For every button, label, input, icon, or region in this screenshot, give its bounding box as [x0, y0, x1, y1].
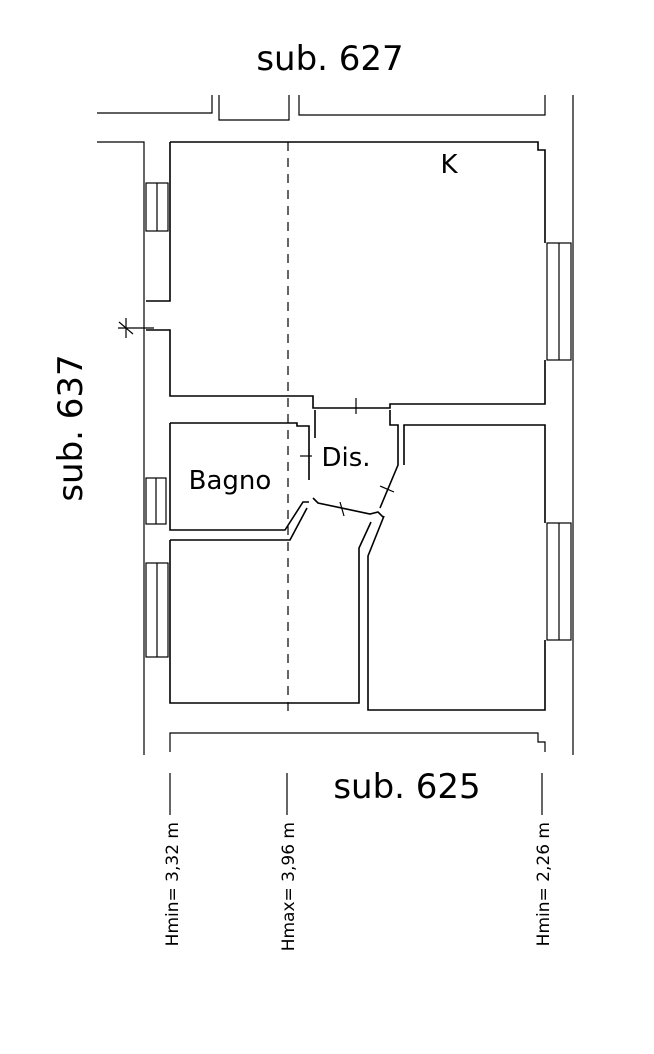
label-sub-left: sub. 637	[51, 354, 91, 501]
door-mark-dis-bottom	[339, 501, 345, 517]
door-mark-dis-right	[379, 485, 395, 493]
left-outer-wall	[97, 141, 145, 755]
room-dis-wall	[312, 410, 399, 518]
room-label-dis: Dis.	[321, 443, 370, 473]
room-bagno-wall	[169, 422, 310, 531]
window-left-bagno	[145, 477, 167, 525]
label-sub-bottom: sub. 625	[333, 767, 480, 807]
room-bottom-right-wall	[367, 424, 546, 711]
room-label-bagno: Bagno	[189, 466, 272, 496]
boundary-top	[97, 95, 546, 121]
room-bottom-left-wall	[169, 507, 372, 704]
height-label-right: Hmin= 2,26 m	[534, 822, 554, 946]
window-left-bottom	[145, 562, 169, 658]
height-label-center: Hmax= 3,96 m	[279, 822, 299, 951]
entrance-symbol	[118, 318, 154, 338]
height-marker-center: Hmax= 3,96 m	[279, 773, 299, 951]
room-k-wall	[146, 141, 546, 409]
height-label-left: Hmin= 3,32 m	[163, 822, 183, 946]
window-left-top	[145, 182, 169, 232]
height-marker-right: Hmin= 2,26 m	[534, 773, 554, 946]
boundary-bottom	[169, 732, 546, 752]
label-sub-top: sub. 627	[256, 39, 403, 79]
window-right-top	[546, 242, 572, 361]
window-right-bottom	[546, 522, 572, 641]
height-marker-left: Hmin= 3,32 m	[163, 773, 183, 946]
room-label-k: K	[440, 150, 458, 180]
